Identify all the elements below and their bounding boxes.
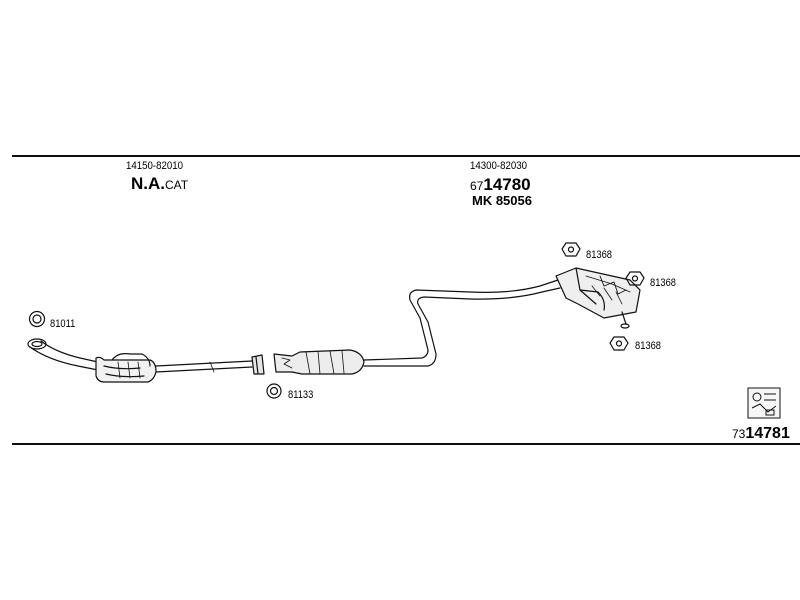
callout-81368-a: 81368 <box>586 249 613 261</box>
catalyst-label: N.A.CAT <box>131 174 188 194</box>
hanger-81368-a <box>561 242 581 257</box>
gasket-81011 <box>28 310 46 328</box>
front-pipe-part-number: 14150-82010 <box>126 160 184 172</box>
intermediate-pipe <box>155 360 253 373</box>
top-divider <box>12 155 800 157</box>
center-resonator <box>273 349 365 375</box>
rear-muffler-part-number: 14300-82030 <box>470 160 528 172</box>
gasket-81133 <box>266 383 282 399</box>
rear-pipe <box>363 279 561 367</box>
ref-main: 14781 <box>745 425 790 442</box>
na-label: N.A. <box>131 174 165 193</box>
diagram-reference: 7314781 <box>732 425 790 443</box>
callout-81011: 81011 <box>50 318 76 330</box>
hanger-81368-b <box>625 271 645 286</box>
bottom-divider <box>12 443 800 445</box>
callout-81133: 81133 <box>288 389 314 401</box>
catalytic-converter <box>95 353 157 383</box>
callout-81368-c: 81368 <box>635 340 662 352</box>
center-joint <box>251 354 265 375</box>
hanger-81368-c <box>609 336 629 351</box>
rear-code-prefix: 67 <box>470 179 484 193</box>
mounting-kit-icon <box>747 387 781 419</box>
cat-label: CAT <box>165 178 189 192</box>
ref-prefix: 73 <box>732 427 746 441</box>
rear-muffler <box>555 267 641 329</box>
mk-label: MK 85056 <box>472 193 532 208</box>
rear-code-main: 14780 <box>483 175 531 194</box>
rear-muffler-code: 6714780 <box>470 175 531 195</box>
front-pipe <box>29 340 99 371</box>
callout-81368-b: 81368 <box>650 277 677 289</box>
